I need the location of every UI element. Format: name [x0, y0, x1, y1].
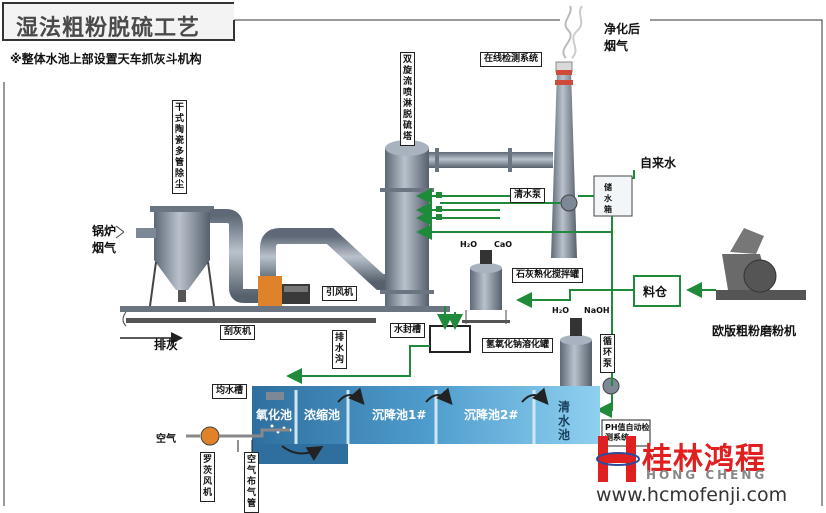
water-tank-label: 储水箱 — [604, 183, 612, 214]
induced-fan-label: 引风机 — [322, 286, 358, 301]
mill-label: 欧版粗粉磨粉机 — [712, 324, 797, 338]
diagram-title: 湿法粗粉脱硫工艺 — [16, 16, 201, 41]
brand-name-cn: 桂林鸿程 — [642, 442, 766, 477]
title-box: 湿法粗粉脱硫工艺 — [2, 2, 234, 41]
settling-pond-1-label: 沉降池1# — [372, 408, 427, 422]
lime-tank — [470, 268, 502, 310]
dry-dust-collector-label: 干式陶瓷多管除尘 — [172, 100, 187, 194]
chimney — [551, 70, 577, 258]
ponds — [252, 386, 600, 464]
air-label: 空气 — [156, 434, 176, 445]
air-pipe-label: 空气布气管 — [244, 452, 259, 513]
scraper-conveyor — [126, 318, 376, 323]
naoh-h2o-label: H₂O — [552, 306, 569, 315]
boiler-gas-label: 锅炉烟气 — [92, 224, 117, 255]
desulfurization-tower — [385, 148, 429, 306]
clear-pump-label: 清水泵 — [510, 188, 546, 203]
thickening-pond-label: 浓缩池 — [304, 408, 341, 422]
ash-label: 排灰 — [154, 338, 179, 352]
brand-url: www.hcmofenji.com — [596, 484, 788, 506]
scraper-label: 刮灰机 — [220, 325, 256, 340]
tap-water-label: 自来水 — [640, 156, 677, 170]
roots-blower-label: 罗茨风机 — [200, 452, 215, 502]
lime-cao-label: CaO — [494, 240, 513, 249]
tower-label: 双旋流喷淋脱硫塔 — [400, 52, 415, 146]
lime-tank-label: 石灰熟化搅拌罐 — [512, 268, 584, 283]
distribution-trough-label: 均水槽 — [212, 384, 248, 399]
silo-box — [633, 275, 681, 307]
roots-blower — [200, 426, 220, 446]
brand-logo-icon — [596, 436, 640, 482]
naoh-label: NaOH — [584, 306, 610, 315]
monitor-label: 在线检测系统 — [480, 52, 543, 67]
naoh-tank — [560, 340, 592, 386]
dust-collector — [154, 210, 210, 260]
clean-gas-label: 净化后烟气 — [604, 22, 641, 53]
settling-pond-2-label: 沉降池2# — [464, 408, 519, 422]
clear-pool-label: 清水池 — [558, 400, 571, 442]
ph-system-label: PH值自动检测系统 — [605, 423, 650, 442]
note-text: ※整体水池上部设置天车抓灰斗机构 — [10, 52, 202, 66]
seal-tank-label: 水封槽 — [390, 323, 426, 338]
seal-tank — [429, 325, 471, 353]
circulation-pump-label: 循环泵 — [600, 334, 615, 373]
oxidation-pond-label: 氧化池 — [256, 408, 293, 422]
induced-fan — [258, 276, 282, 308]
drain-label: 排水沟 — [332, 330, 347, 369]
naoh-tank-label: 氢氧化钠溶化罐 — [482, 338, 554, 353]
mill-machine — [716, 228, 806, 300]
silo-label: 料仓 — [643, 285, 668, 299]
clear-pump — [560, 194, 578, 212]
lime-h2o-label: H₂O — [460, 240, 477, 249]
water-tank — [593, 175, 633, 217]
brand-name-en: HONG CHENG — [646, 468, 768, 482]
